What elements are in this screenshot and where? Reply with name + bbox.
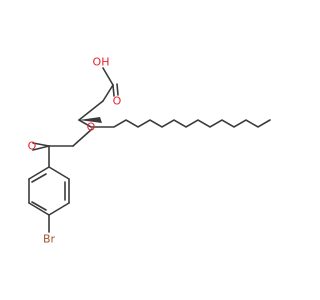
bond <box>102 67 114 86</box>
ether-oxygen-label: O <box>87 121 96 134</box>
bond <box>28 202 50 216</box>
bromine-label: Br <box>43 233 56 246</box>
ketone-oxygen-label: O <box>28 140 37 153</box>
acid-oxygen-label: O <box>113 95 122 108</box>
hydroxyl-label: OH <box>93 56 110 69</box>
structure-diagram: OH O O O Br <box>28 56 271 246</box>
bond <box>28 166 50 180</box>
bond <box>32 145 50 151</box>
stereo-wedge-bond <box>79 117 102 123</box>
bond <box>48 166 70 180</box>
bond <box>48 202 70 216</box>
alkyl-chain <box>78 119 271 128</box>
bond <box>32 142 50 147</box>
bond <box>102 84 114 102</box>
molecule-drawing: OH O O O Br <box>28 56 271 246</box>
bond <box>31 173 47 183</box>
bond <box>72 128 93 147</box>
bond <box>31 201 47 211</box>
bond <box>78 100 104 121</box>
bond <box>112 84 115 97</box>
bond <box>116 83 119 96</box>
